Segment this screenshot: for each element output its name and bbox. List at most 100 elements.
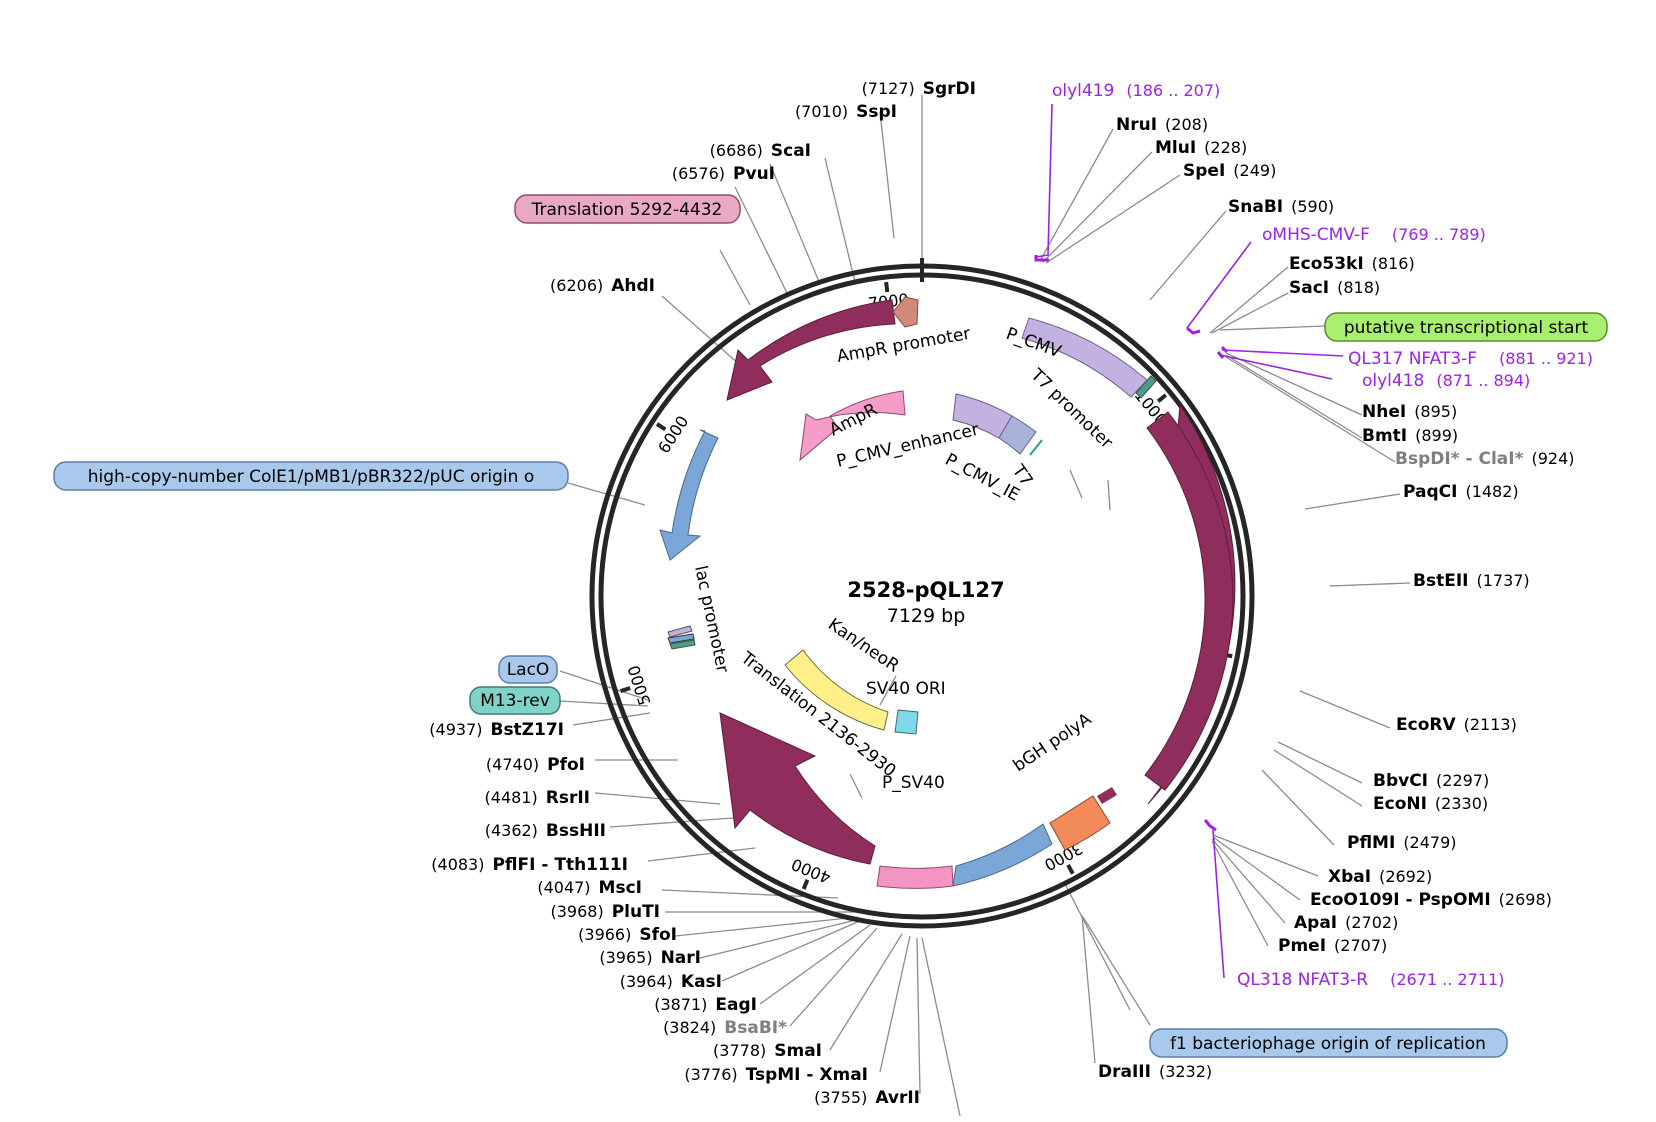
enzyme-label: (4362)BssHII bbox=[485, 821, 606, 841]
enzyme-label: PflMI(2479) bbox=[1347, 833, 1457, 853]
enzyme-label: SacI(818) bbox=[1289, 278, 1380, 298]
label-lac-promoter: lac promoter bbox=[690, 564, 732, 675]
enzyme-label: (3964)KasI bbox=[620, 972, 722, 992]
label-p-sv40: P_SV40 bbox=[882, 773, 945, 793]
label-t7-promoter: T7 promoter bbox=[1026, 365, 1117, 453]
enzyme-label: EcoRV(2113) bbox=[1396, 715, 1517, 735]
enzyme-label: (3755)AvrII bbox=[814, 1088, 920, 1108]
ampr-feature bbox=[799, 390, 906, 462]
label-sv40-ori: SV40 ORI bbox=[866, 679, 946, 699]
label-high-copy-ori: high-copy-number ColE1/pMB1/pBR322/pUC o… bbox=[88, 467, 534, 487]
t7-inner-marker bbox=[1029, 439, 1043, 456]
enzyme-label: DraIII(3232) bbox=[1098, 1062, 1212, 1082]
ampr-orf-feature bbox=[726, 299, 896, 401]
tick-mark bbox=[801, 878, 810, 890]
label-ampr-promoter: AmpR promoter bbox=[835, 324, 972, 367]
primer-label: oMHS-CMV-F(769 .. 789) bbox=[1262, 225, 1486, 245]
box-high-copy-ori bbox=[53, 461, 569, 491]
enzyme-labels-left: (7127)SgrDI (7010)SspI (6686)ScaI (6576)… bbox=[429, 79, 976, 1108]
enzyme-label: (3778)SmaI bbox=[713, 1041, 822, 1061]
enzyme-label: PmeI(2707) bbox=[1278, 936, 1387, 956]
tick-mark bbox=[1156, 393, 1168, 403]
label-laco: LacO bbox=[507, 660, 550, 680]
enzyme-label: BspDI* - ClaI*(924) bbox=[1395, 449, 1575, 469]
enzyme-label: PaqCI(1482) bbox=[1403, 482, 1519, 502]
tick-label: 6000 bbox=[654, 412, 692, 456]
primer-marks bbox=[1034, 255, 1229, 832]
lac-promoter-marker bbox=[667, 625, 693, 638]
enzyme-label: (7127)SgrDI bbox=[862, 79, 976, 99]
boxed-labels: Translation 5292-4432 putative transcrip… bbox=[53, 194, 1608, 1058]
enzyme-label: BmtI(899) bbox=[1362, 426, 1458, 446]
enzyme-label: (3871)EagI bbox=[654, 995, 757, 1015]
primer-label: QL318 NFAT3-R(2671 .. 2711) bbox=[1237, 970, 1504, 990]
enzyme-label: (4047)MscI bbox=[537, 878, 642, 898]
box-laco bbox=[498, 655, 558, 684]
enzyme-label: (4481)RsrII bbox=[485, 788, 590, 808]
enzyme-label: MluI(228) bbox=[1155, 138, 1247, 158]
enzyme-label: XbaI(2692) bbox=[1328, 867, 1432, 887]
label-p-cmv-ie: P_CMV_IE bbox=[942, 450, 1023, 506]
p-cmv-feature bbox=[1021, 317, 1148, 398]
primer-label: QL317 NFAT3-F(881 .. 921) bbox=[1348, 349, 1593, 369]
enzyme-label: EcoO109I - PspOMI(2698) bbox=[1310, 890, 1552, 910]
label-f1-ori: f1 bacteriophage origin of replication bbox=[1170, 1034, 1486, 1054]
plasmid-length: 7129 bp bbox=[887, 605, 966, 627]
primer-label: olyl418(871 .. 894) bbox=[1362, 371, 1530, 391]
primer-label: olyl419(186 .. 207) bbox=[1052, 81, 1220, 101]
m13-marker bbox=[669, 639, 696, 650]
features bbox=[659, 296, 1236, 889]
kan-neor-feature bbox=[784, 649, 889, 731]
enzyme-label: BbvCI(2297) bbox=[1373, 771, 1489, 791]
enzyme-label: (4083)PflFI - Tth111I bbox=[431, 855, 628, 875]
enzyme-label: (4937)BstZ17I bbox=[429, 720, 564, 740]
box-putative-transcriptional-start bbox=[1324, 312, 1608, 342]
enzyme-label: NruI(208) bbox=[1116, 115, 1208, 135]
bgh-polya-feature bbox=[1049, 795, 1111, 851]
tick-mark bbox=[1066, 863, 1075, 875]
orf-end-marker bbox=[1097, 787, 1117, 804]
p-cmv-ie-feature bbox=[998, 415, 1037, 455]
tick-mark bbox=[655, 422, 667, 432]
enzyme-label: ApaI(2702) bbox=[1294, 913, 1398, 933]
label-nfat3: NFAT3 bbox=[1165, 543, 1185, 595]
enzyme-label: (3965)NarI bbox=[599, 948, 701, 968]
enzyme-label: EcoNI(2330) bbox=[1373, 794, 1488, 814]
p-sv40-feature bbox=[876, 865, 954, 889]
tick-mark bbox=[884, 281, 890, 293]
box-f1-ori bbox=[1149, 1028, 1508, 1058]
primer-labels: olyl419(186 .. 207) oMHS-CMV-F(769 .. 78… bbox=[1052, 81, 1593, 990]
sv40-ori-feature bbox=[894, 709, 919, 735]
laco-marker bbox=[667, 633, 695, 644]
enzyme-label: (6686)ScaI bbox=[710, 141, 811, 161]
translation-2136-2930-feature bbox=[719, 712, 876, 865]
enzyme-label: (3968)PluTI bbox=[550, 902, 660, 922]
enzyme-label: Eco53kI(816) bbox=[1289, 254, 1415, 274]
label-m13-rev: M13-rev bbox=[480, 691, 550, 711]
enzyme-label: (3966)SfoI bbox=[578, 925, 677, 945]
plasmid-name: 2528-pQL127 bbox=[847, 578, 1004, 602]
ori-feature bbox=[659, 429, 719, 561]
box-translation-5292-4432 bbox=[514, 194, 741, 224]
tick-label: 4000 bbox=[789, 855, 834, 888]
enzyme-label: SpeI(249) bbox=[1183, 161, 1276, 181]
feature-labels: P_CMV T7 promoter NFAT3 AmpR promoter Am… bbox=[690, 324, 1185, 793]
enzyme-label: SnaBI(590) bbox=[1228, 197, 1334, 217]
box-m13-rev bbox=[469, 686, 561, 715]
f1-ori-feature bbox=[952, 823, 1053, 887]
primer-leaders bbox=[1035, 103, 1344, 979]
enzyme-label: (6206)AhdI bbox=[550, 276, 655, 296]
ampr-promoter-feature bbox=[892, 296, 919, 328]
enzyme-label: (3776)TspMI - XmaI bbox=[684, 1065, 868, 1085]
label-putative-transcriptional-start: putative transcriptional start bbox=[1344, 318, 1589, 338]
tick-mark bbox=[620, 686, 631, 693]
tick-label: 5000 bbox=[624, 663, 654, 708]
label-translation-5292-4432: Translation 5292-4432 bbox=[531, 200, 723, 220]
enzyme-labels-right: NruI(208) MluI(228) SpeI(249) SnaBI(590)… bbox=[1098, 115, 1575, 1082]
enzyme-label: (4740)PfoI bbox=[486, 755, 585, 775]
enzyme-label: (6576)PvuI bbox=[672, 164, 775, 184]
nfat3-arc bbox=[1144, 411, 1234, 791]
enzyme-label: BstEII(1737) bbox=[1413, 571, 1530, 591]
enzyme-label: NheI(895) bbox=[1362, 402, 1457, 422]
